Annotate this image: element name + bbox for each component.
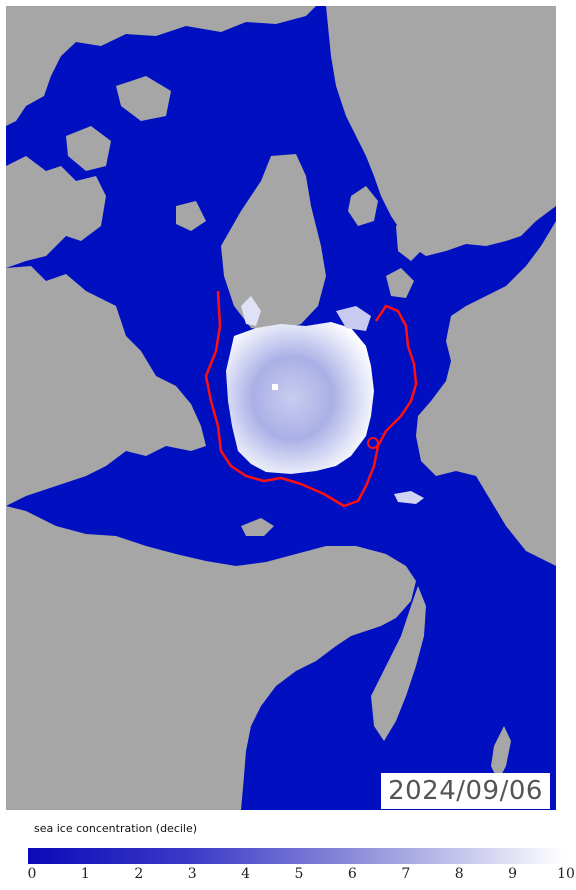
land-sakhalin xyxy=(491,726,511,781)
median-ice-edge xyxy=(204,290,418,508)
colorbar-tick-label: 5 xyxy=(294,866,304,882)
colorbar-tick-label: 7 xyxy=(401,866,411,882)
land-greenland xyxy=(221,154,326,331)
sea-ice-fringe xyxy=(241,296,261,326)
sea-ice-fringe-3 xyxy=(394,491,424,504)
land-kamchatka xyxy=(371,586,426,741)
colorbar-tick-label: 6 xyxy=(347,866,357,882)
colorbar-tick-label: 1 xyxy=(80,866,90,882)
colorbar-tick-label: 9 xyxy=(508,866,518,882)
colorbar-tick-label: 2 xyxy=(134,866,144,882)
median-ice-edge-loop xyxy=(367,437,379,449)
sea-ice-main xyxy=(226,322,374,474)
sea-ice xyxy=(226,296,424,504)
land-siberia xyxy=(416,221,556,566)
sea-ice-map xyxy=(6,6,556,810)
colorbar-tick-label: 3 xyxy=(187,866,197,882)
land-scandinavia xyxy=(326,6,556,256)
colorbar-tick-label: 4 xyxy=(241,866,251,882)
sea-ice-pole-dot xyxy=(272,384,278,390)
land-masses xyxy=(6,6,556,810)
legend-title: sea ice concentration (decile) xyxy=(34,822,198,835)
colorbar-ticks: 0 1 2 3 4 5 6 7 8 9 10 xyxy=(0,866,576,886)
land-canada-west xyxy=(6,266,206,506)
land-island-2 xyxy=(116,76,171,121)
land-svalbard xyxy=(348,186,378,226)
colorbar-tick-label: 8 xyxy=(454,866,464,882)
land-north-america xyxy=(6,6,316,126)
land-franz-josef xyxy=(386,268,414,298)
land-novaya-zemlya xyxy=(396,211,431,261)
date-label: 2024/09/06 xyxy=(381,773,550,809)
land-st-lawrence xyxy=(241,518,274,536)
colorbar-tick-label: 0 xyxy=(27,866,37,882)
land-chukotka xyxy=(6,506,416,810)
colorbar-tick-label: 10 xyxy=(557,866,575,882)
land-island-1 xyxy=(66,126,111,171)
sea-ice-fringe-2 xyxy=(336,306,371,331)
land-island-4 xyxy=(36,201,66,231)
colorbar xyxy=(28,848,564,864)
land-island-3 xyxy=(176,201,206,231)
